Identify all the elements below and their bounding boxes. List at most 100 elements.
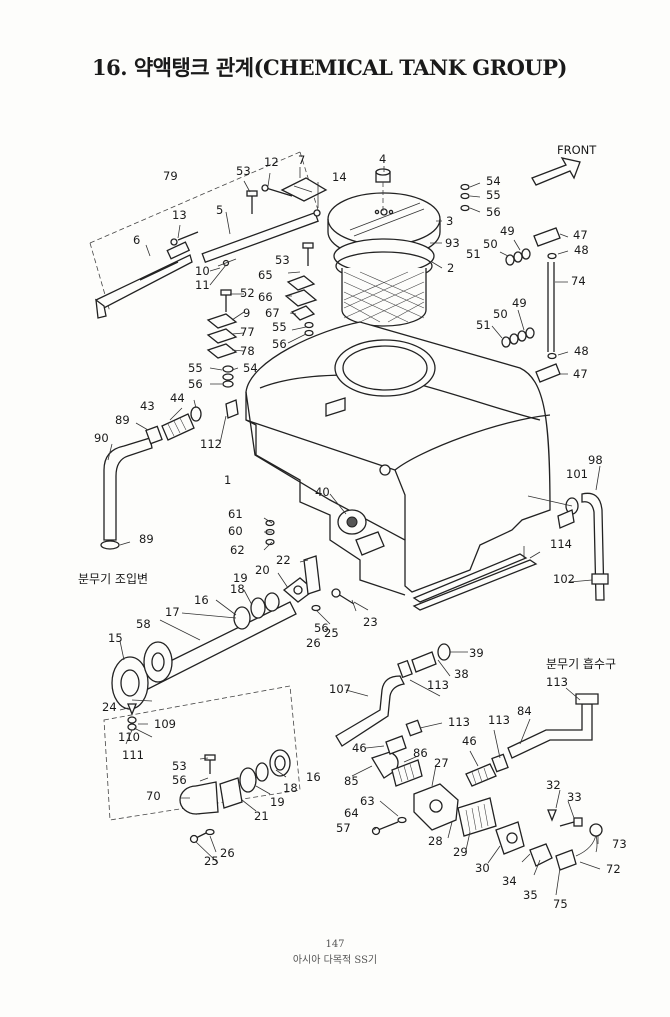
part-label: 60 — [228, 524, 243, 538]
part-label: 18 — [230, 582, 245, 596]
part-label: 40 — [315, 485, 330, 499]
part-label: 32 — [546, 778, 561, 792]
part-label: 51 — [476, 318, 491, 332]
part-label: 16 — [194, 593, 209, 607]
sprayer-intake-caption: 분무기 흡수구 — [546, 657, 616, 671]
part-label: 54 — [243, 361, 258, 375]
part-label: 19 — [270, 795, 285, 809]
part-label: 98 — [588, 453, 603, 467]
part-label: 86 — [413, 746, 428, 760]
clip-7-part — [280, 177, 328, 217]
part-label: 14 — [332, 170, 347, 184]
part-label: 48 — [574, 243, 589, 257]
pump-cover-part — [179, 749, 291, 844]
part-label: 52 — [240, 286, 255, 300]
drain-bolt-part — [265, 519, 355, 612]
part-label: 39 — [469, 646, 484, 660]
part-label: 57 — [336, 821, 351, 835]
part-label: 26 — [306, 636, 321, 650]
part-label: 26 — [220, 846, 235, 860]
part-label: 34 — [502, 874, 517, 888]
part-label: 22 — [276, 553, 291, 567]
part-label: 79 — [163, 169, 178, 183]
part-label: 113 — [488, 713, 510, 727]
part-label: 1 — [224, 473, 231, 487]
sprayer-assembly-caption: 분무기 조입변 — [78, 572, 148, 586]
part-label: 90 — [94, 431, 109, 445]
part-label: 109 — [154, 717, 176, 731]
part-label: 18 — [283, 781, 298, 795]
part-label: 47 — [573, 228, 588, 242]
part-label: 15 — [108, 631, 123, 645]
part-label: 55 — [188, 361, 203, 375]
part-label: 55 — [272, 320, 287, 334]
part-label: 70 — [146, 789, 161, 803]
part-label: 53 — [236, 164, 251, 178]
part-label: 101 — [566, 467, 588, 481]
bolt-52-part — [220, 289, 232, 312]
part-label: 24 — [102, 700, 117, 714]
part-label: 28 — [428, 834, 443, 848]
front-label: FRONT — [557, 143, 597, 157]
front-arrow-icon — [531, 157, 581, 186]
part-label: 38 — [454, 667, 469, 681]
part-label: 56 — [314, 621, 329, 635]
part-label: 19 — [233, 571, 248, 585]
part-label: 49 — [500, 224, 515, 238]
part-label: 56 — [486, 205, 501, 219]
part-label: 111 — [122, 748, 144, 762]
part-label: 67 — [265, 306, 280, 320]
part-label: 33 — [567, 790, 582, 804]
part-label: 5 — [216, 203, 223, 217]
part-label: 63 — [360, 794, 375, 808]
part-label: 4 — [379, 152, 386, 166]
part-label: 74 — [571, 274, 586, 288]
plates-part — [206, 275, 318, 359]
sprayer-hose-part — [100, 406, 202, 550]
part-label: 64 — [344, 806, 359, 820]
washers-part — [222, 183, 470, 388]
strainer-part — [333, 238, 435, 327]
part-label: 61 — [228, 507, 243, 521]
drain-cock-part — [529, 809, 603, 871]
footer-caption: 아시아 다목적 SS기 — [292, 955, 378, 966]
part-label: 46 — [352, 741, 367, 755]
part-label: 56 — [272, 337, 287, 351]
part-label: 89 — [115, 413, 130, 427]
part-label: 56 — [172, 773, 187, 787]
part-label: 114 — [550, 537, 572, 551]
part-label: 44 — [170, 391, 185, 405]
part-label: 3 — [446, 214, 453, 228]
part-label: 113 — [546, 675, 568, 689]
part-label: 10 — [195, 264, 210, 278]
return-pipe-part — [501, 227, 561, 383]
part-label: 89 — [139, 532, 154, 546]
part-label: 11 — [195, 278, 210, 292]
part-label: 29 — [453, 845, 468, 859]
part-label: 65 — [258, 268, 273, 282]
part-label: 51 — [466, 247, 481, 261]
part-label: 25 — [204, 854, 219, 868]
part-number-labels: 1 2 3 4 5 6 7 9 10 11 12 13 14 15 16 16 … — [94, 152, 627, 911]
part-label: 58 — [136, 617, 151, 631]
part-label: 84 — [517, 704, 532, 718]
part-label: 75 — [553, 897, 568, 911]
part-label: 13 — [172, 208, 187, 222]
part-label: 21 — [254, 809, 269, 823]
part-label: 85 — [344, 774, 359, 788]
part-label: 77 — [240, 325, 255, 339]
chemical-tank-part — [245, 321, 551, 596]
part-label: 20 — [255, 563, 270, 577]
part-label: 107 — [329, 682, 351, 696]
intake-hose-part — [465, 693, 599, 787]
delivery-hose-part — [335, 643, 451, 747]
cap-knob-part — [375, 168, 391, 212]
part-label: 78 — [240, 344, 255, 358]
tank-label-plate-part — [225, 399, 239, 419]
part-label: 66 — [258, 290, 273, 304]
part-label: 12 — [264, 155, 279, 169]
side-bracket-part — [89, 151, 319, 319]
part-label: 50 — [493, 307, 508, 321]
